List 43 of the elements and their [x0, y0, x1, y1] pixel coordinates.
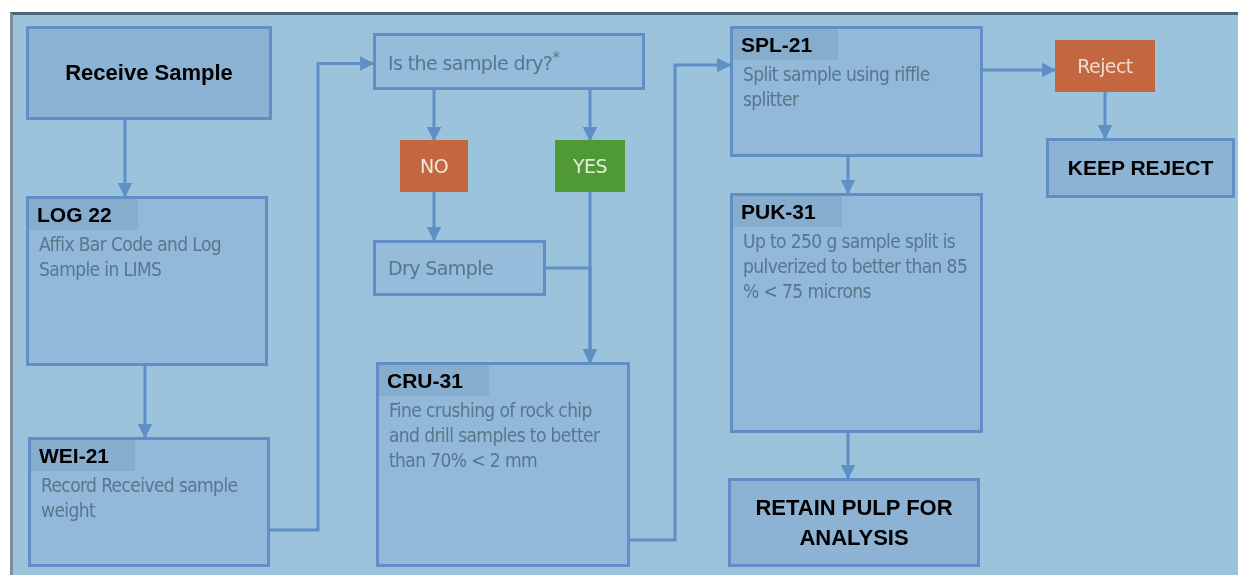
arrow [630, 57, 732, 542]
arrow [137, 366, 153, 439]
arrow [983, 62, 1057, 78]
process-box [373, 33, 645, 90]
step-description: Affix Bar Code and Log Sample in LIMS [38, 232, 223, 282]
step-label: Receive Sample [65, 59, 233, 87]
arrow [840, 157, 856, 195]
arrow [1097, 92, 1113, 140]
process-box [728, 478, 980, 567]
process-box [26, 196, 268, 366]
step-label: Is the sample dry?$^{*}$ [387, 48, 560, 75]
step-label: RETAIN PULP FOR ANALYSIS [754, 493, 954, 552]
process-box [26, 26, 272, 120]
step-description: Fine crushing of rock chip and drill samples to better than 70% < 2 mm [388, 398, 601, 473]
decision-label [555, 140, 625, 192]
step-code: LOG 22 [29, 199, 138, 230]
arrow [840, 433, 856, 480]
decision-label [400, 140, 468, 192]
step-label: KEEP REJECT [1067, 156, 1214, 180]
process-box [373, 240, 546, 296]
process-box [1046, 138, 1235, 198]
step-code: WEI-21 [31, 440, 135, 471]
arrow [426, 90, 442, 142]
process-box [730, 193, 983, 433]
arrow [426, 192, 442, 242]
answer-label: YES [573, 155, 607, 177]
step-code: SPL-21 [733, 29, 839, 60]
arrow [582, 90, 598, 142]
reject-box [1055, 40, 1155, 92]
step-label: Dry Sample [387, 257, 493, 279]
process-box [376, 362, 630, 567]
step-label: Reject [1077, 55, 1133, 77]
arrow [270, 56, 375, 532]
arrow [117, 120, 133, 198]
process-box [730, 26, 983, 157]
step-description: Split sample using riffle splitter [742, 62, 931, 112]
arrow [546, 266, 598, 364]
answer-label: NO [420, 155, 448, 177]
process-box [28, 437, 270, 567]
step-description: Record Received sample weight [40, 473, 239, 523]
step-code: CRU-31 [379, 365, 489, 396]
step-code: PUK-31 [733, 196, 842, 227]
step-description: Up to 250 g sample split is pulverized to better than 85 % < 75 microns [742, 229, 969, 304]
